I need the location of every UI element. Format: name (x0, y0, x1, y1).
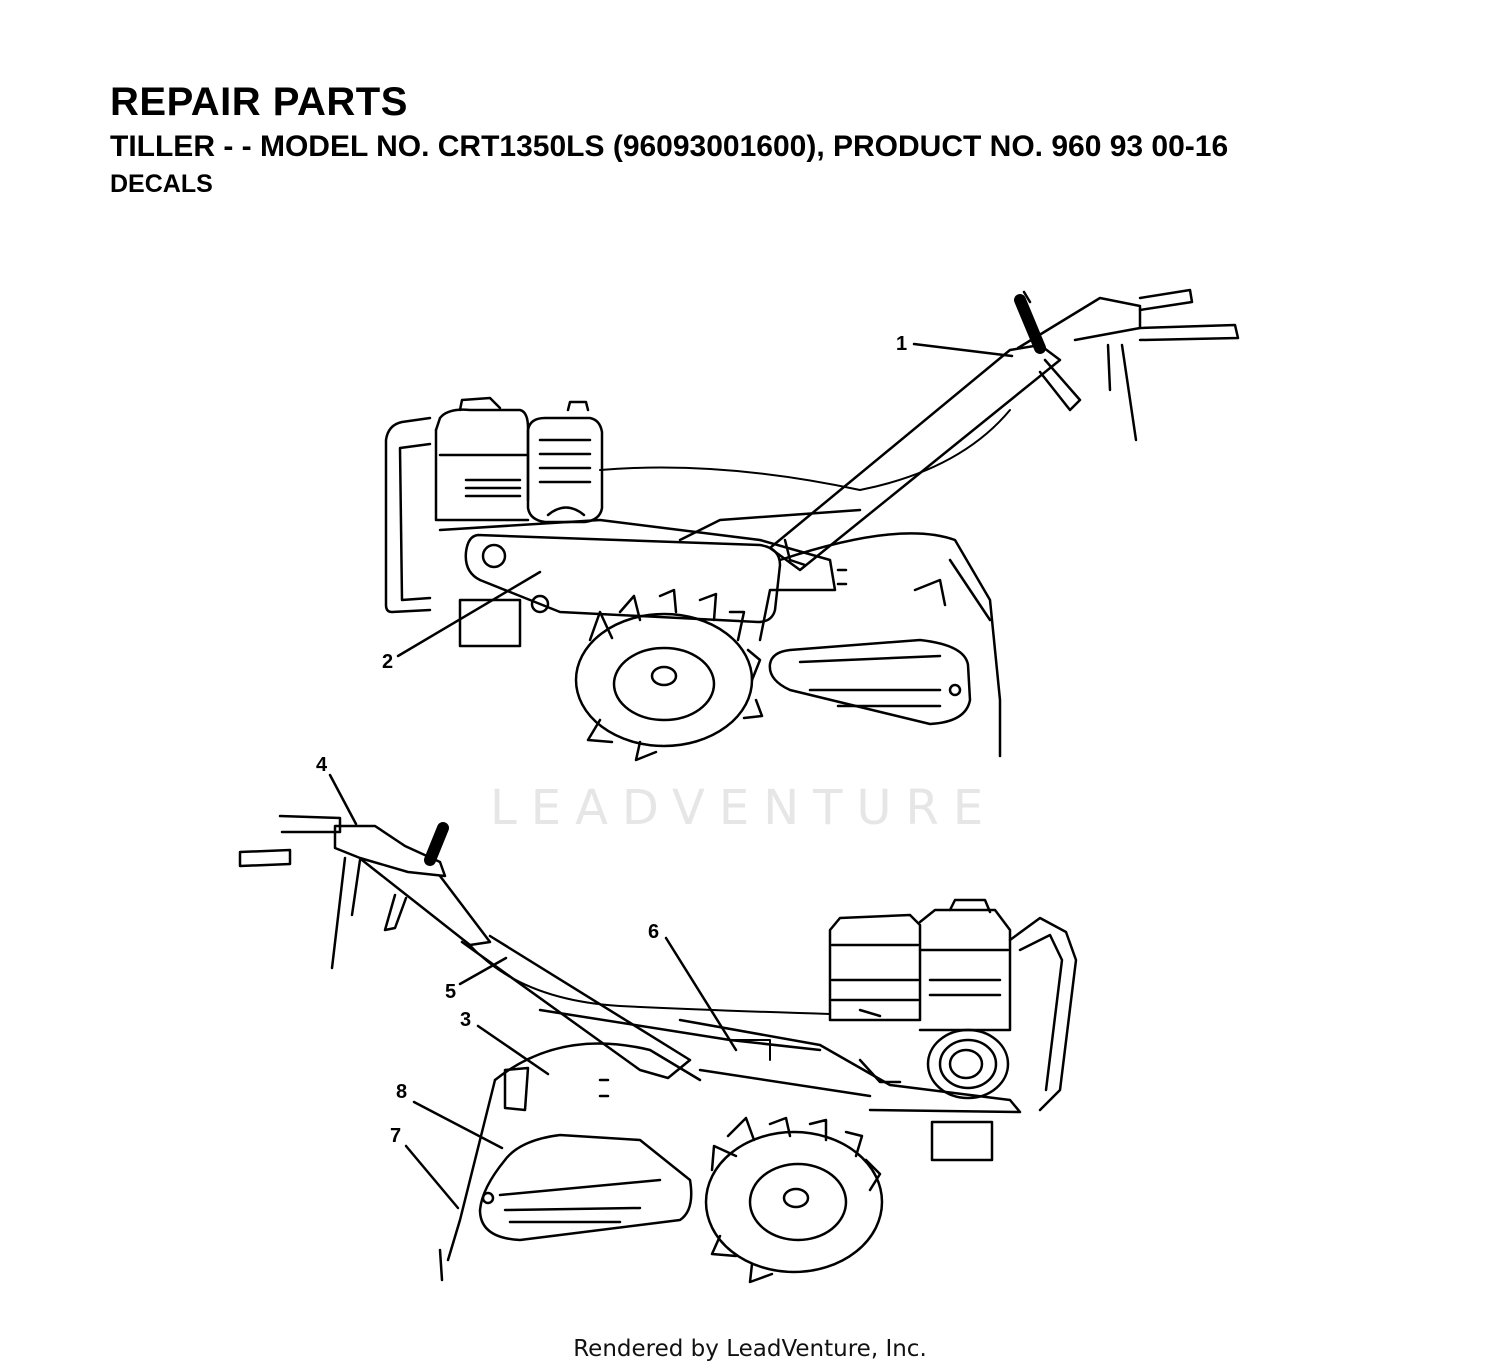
callout-2: 2 (382, 651, 393, 673)
leader-5 (458, 956, 508, 986)
callout-7: 7 (390, 1125, 401, 1147)
leader-4 (328, 773, 358, 826)
tiller-lower-illustration (238, 814, 1078, 1284)
callout-6: 6 (648, 921, 659, 943)
footer-credit: Rendered by LeadVenture, Inc. (573, 1336, 927, 1362)
page-title: REPAIR PARTS (110, 80, 408, 124)
callout-1: 1 (896, 333, 907, 355)
leader-8 (412, 1100, 504, 1150)
section-title: DECALS (110, 170, 213, 198)
callout-3: 3 (460, 1009, 471, 1031)
leader-3 (476, 1024, 550, 1076)
leader-6 (664, 936, 738, 1052)
leader-7 (404, 1144, 460, 1210)
callout-4: 4 (316, 754, 328, 776)
watermark: LEADVENTURE (490, 780, 998, 836)
tiller-upper-illustration (384, 288, 1240, 762)
callout-5: 5 (445, 981, 456, 1003)
callout-leaders (328, 342, 1014, 1210)
model-subtitle: TILLER - - MODEL NO. CRT1350LS (96093001… (110, 130, 1229, 163)
leader-1 (912, 342, 1014, 358)
callout-8: 8 (396, 1081, 407, 1103)
leader-2 (396, 570, 542, 658)
